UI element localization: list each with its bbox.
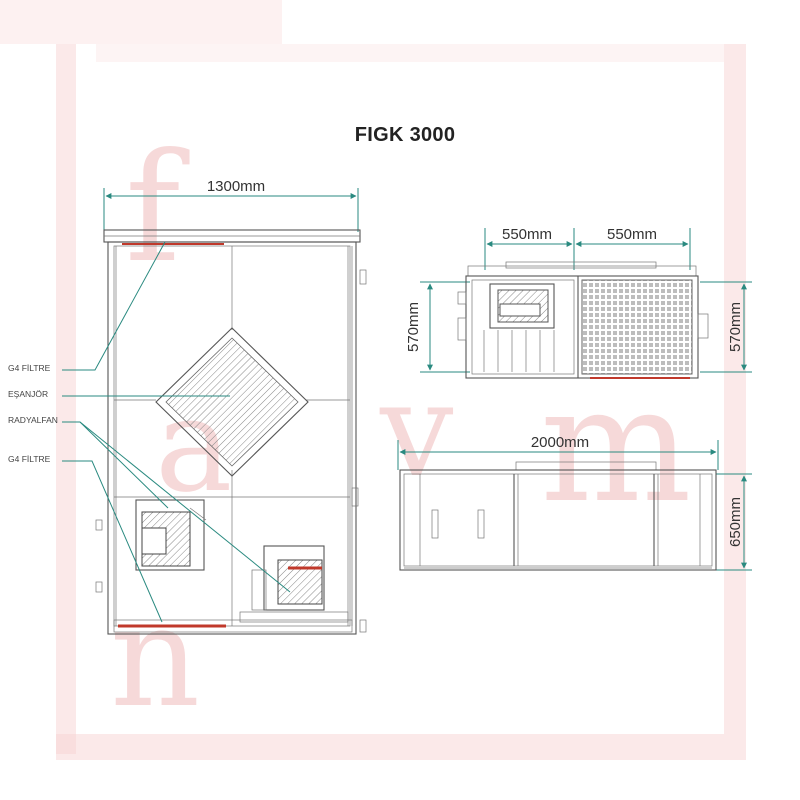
dim-top-left-height: 570mm xyxy=(405,302,422,352)
dim-top-left-width: 550mm xyxy=(502,226,552,243)
dim-top-right-height: 570mm xyxy=(727,302,744,352)
component-labels: G4 FİLTRE EŞANJÖR RADYALFAN G4 FİLTRE xyxy=(8,241,291,623)
watermark-letter-f: f xyxy=(125,122,190,296)
watermark-letter-v: v xyxy=(379,354,454,506)
dim-side-length: 2000mm xyxy=(531,434,589,451)
label-g4-filter-top: G4 FİLTRE xyxy=(8,363,51,373)
watermark-letter-m: m xyxy=(540,351,692,538)
watermark-letter-n: n xyxy=(110,576,200,739)
dim-front-width: 1300mm xyxy=(207,178,265,195)
top-view: 550mm 550mm 570mm 570mm xyxy=(405,226,752,379)
radial-fan-2 xyxy=(251,545,325,611)
label-radial-fan: RADYALFAN xyxy=(8,415,58,425)
dim-top-right-width: 550mm xyxy=(607,226,657,243)
diagram-title: FIGK 3000 xyxy=(354,124,456,146)
label-exchanger: EŞANJÖR xyxy=(8,389,48,399)
front-view: 1300mm xyxy=(95,178,367,635)
side-view: 2000mm 650mm xyxy=(397,434,752,571)
radial-fan-1 xyxy=(135,499,207,571)
dim-side-height: 650mm xyxy=(727,497,744,547)
label-g4-filter-bottom: G4 FİLTRE xyxy=(8,454,51,464)
watermark: f a v m n xyxy=(0,0,746,760)
